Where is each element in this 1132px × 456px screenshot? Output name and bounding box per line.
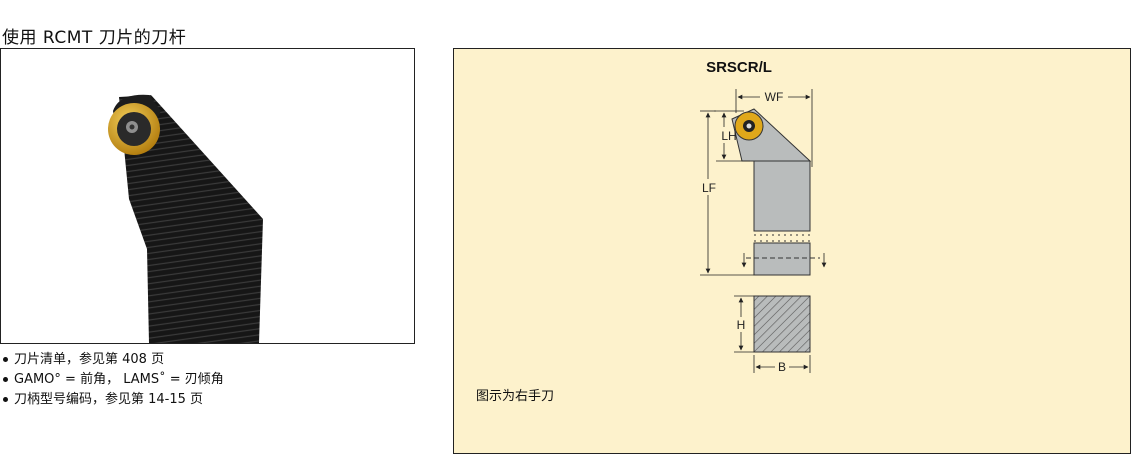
lf-label: LF (702, 181, 716, 195)
notes-list: 刀片清单，参见第 408 页 GAMO° = 前角， LAMS˚ = 刃倾角 刀… (2, 350, 224, 410)
note-item: 刀柄型号编码，参见第 14-15 页 (2, 390, 224, 410)
h-label: H (737, 318, 746, 332)
wf-label: WF (765, 90, 784, 104)
dimension-diagram-panel: SRSCR/L WF (453, 48, 1131, 454)
toolholder-photo (108, 94, 263, 343)
holder-side-view (731, 108, 820, 276)
screw-socket (129, 124, 135, 130)
note-item: GAMO° = 前角， LAMS˚ = 刃倾角 (2, 370, 224, 390)
b-label: B (778, 360, 786, 374)
diagram-caption: 图示为右手刀 (476, 389, 555, 404)
lh-label: LH (721, 129, 736, 143)
product-photo-frame (0, 48, 415, 344)
dimension-drawing: WF LH LF H B (700, 89, 827, 374)
shank-cross-section (753, 295, 811, 353)
note-item: 刀片清单，参见第 408 页 (2, 350, 224, 370)
diagram-title: SRSCR/L (706, 59, 772, 76)
holder-shank (119, 95, 263, 343)
page-title: 使用 RCMT 刀片的刀杆 (2, 28, 187, 49)
